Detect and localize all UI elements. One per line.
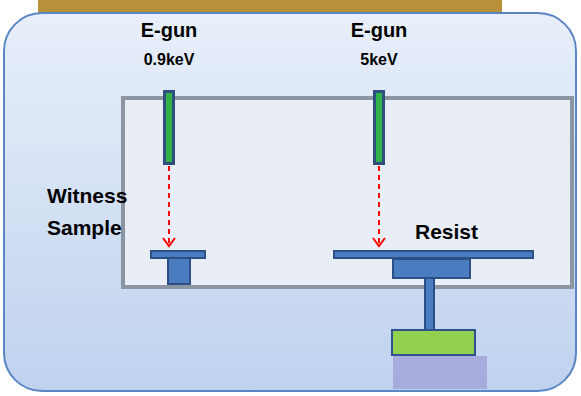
label-text: Resist <box>415 219 478 245</box>
label-text: 0.9keV <box>141 51 198 69</box>
base-block <box>393 356 487 389</box>
vacuum-chamber <box>123 98 572 287</box>
stage-illustration <box>333 250 534 390</box>
beam-arrow <box>163 166 175 246</box>
label-text: E-gun <box>351 19 408 41</box>
gun-label: E-gun 5keV <box>351 19 408 69</box>
resist-plate <box>334 251 533 258</box>
callout-bubble <box>4 13 576 391</box>
resist-stage: Resist <box>333 250 534 390</box>
sample-plate <box>151 251 205 258</box>
label-text: Witness Sample <box>47 180 163 244</box>
witness-sample: Witness Sample <box>150 250 206 286</box>
beam-arrow <box>373 166 385 246</box>
e-gun: E-gun0.9keV <box>163 90 175 165</box>
gun-label: E-gun 0.9keV <box>141 19 198 69</box>
stage-block <box>393 259 470 278</box>
stage-stem <box>425 278 434 330</box>
stage-illustration <box>150 250 206 286</box>
motor-block <box>392 330 475 355</box>
label-text: 5keV <box>351 51 408 69</box>
photo-strip <box>38 0 502 14</box>
e-gun: E-gun5keV <box>373 90 385 165</box>
sample-stem <box>168 257 190 284</box>
label-text: E-gun <box>141 19 198 41</box>
